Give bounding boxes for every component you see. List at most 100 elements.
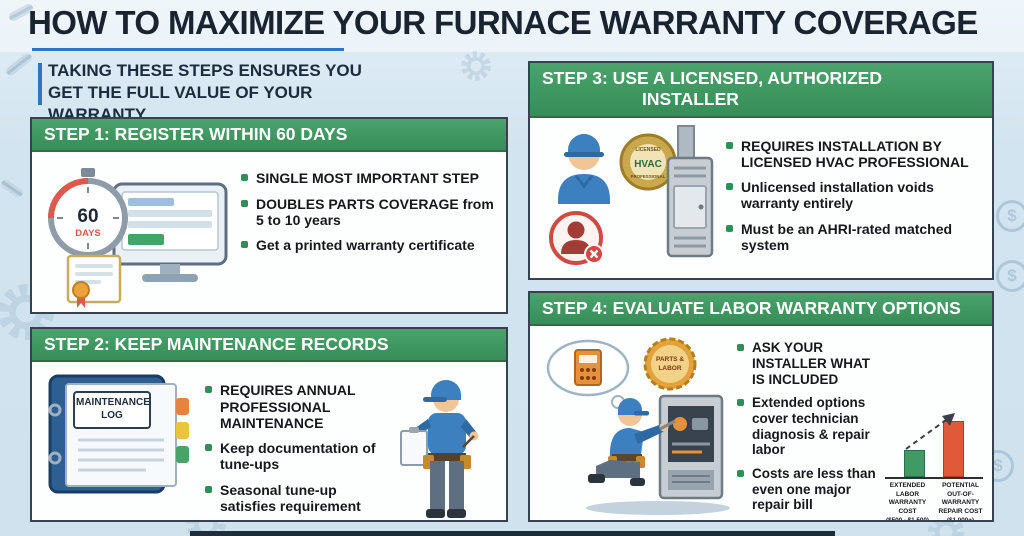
furnace-icon <box>658 395 724 500</box>
rising-cost-arrow <box>905 413 955 451</box>
stopwatch-value: 60 <box>77 206 98 227</box>
dollar-glyph: $ <box>1007 206 1017 225</box>
intro-text: TAKING THESE STEPS ENSURES YOU GET THE F… <box>48 61 362 124</box>
bullet-item: REQUIRES ANNUAL PROFESSIONAL MAINTENANCE <box>205 382 393 431</box>
step3-header-line2: INSTALLER <box>642 89 739 110</box>
bullet-dot <box>205 444 212 452</box>
out-of-warranty-bar <box>943 421 964 478</box>
screw-icon <box>0 178 25 199</box>
page-title: HOW TO MAXIMIZE YOUR FURNACE WARRANTY CO… <box>28 4 978 41</box>
bullet-dot <box>241 199 248 207</box>
screw-icon <box>4 51 34 78</box>
bullet-dot <box>205 485 212 493</box>
bottom-strip <box>190 531 835 536</box>
bullet-item: Must be an AHRI-rated matched system <box>726 221 982 253</box>
extended-warranty-bar <box>904 450 925 478</box>
parts-labor-badge-label: PARTS & LABOR <box>655 356 685 372</box>
cost-comparison-chart: EXTENDED LABOR WARRANTY COST ($500 - $1,… <box>884 332 984 522</box>
binder-label: MAINTENANCE LOG <box>76 397 150 422</box>
bullet-dot <box>726 183 733 191</box>
step4-illustration: PARTS & LABOR <box>538 332 733 520</box>
parts-labor-badge <box>643 337 697 391</box>
no-unlicensed-icon <box>549 210 604 265</box>
dollar-icon: $ <box>996 260 1024 292</box>
step1-header: STEP 1: REGISTER WITHIN 60 DAYS <box>32 119 506 153</box>
maintenance-log-illustration: MAINTENANCE LOG <box>40 368 195 520</box>
bullet-bold: Must be an AHRI-rated <box>741 220 891 237</box>
badge-bottom-text: PROFESSIONAL <box>631 174 666 179</box>
chart-label-range: ($500 - $1,500) <box>885 517 930 522</box>
bullet-dot <box>737 399 744 407</box>
step1-panel: STEP 1: REGISTER WITHIN 60 DAYS <box>30 117 508 314</box>
register-illustration: 60 DAYS <box>48 168 228 309</box>
chart-label-range: ($1,000+) <box>946 517 975 522</box>
bullet-dot <box>241 241 248 249</box>
bullet-bold: ASK YOUR INSTALLER WHAT IS INCLUDED <box>752 340 870 387</box>
step4-header: STEP 4: EVALUATE LABOR WARRANTY OPTIONS <box>530 293 992 327</box>
bullet-item: SINGLE MOST IMPORTANT STEP <box>241 170 494 186</box>
bullet-item: Extended options cover technician diagno… <box>737 395 884 458</box>
chart-label-potential: POTENTIAL OUT-OF-WARRANTY REPAIR COST ($… <box>937 482 984 522</box>
dollar-glyph: $ <box>993 456 1003 475</box>
chart-labels: EXTENDED LABOR WARRANTY COST ($500 - $1,… <box>884 482 984 522</box>
technician-with-clipboard <box>400 379 479 518</box>
bullet-dot <box>726 224 733 232</box>
dollar-icon: $ <box>996 200 1024 232</box>
floor-shadow <box>586 501 730 516</box>
installer-figure <box>558 133 610 204</box>
chart-baseline <box>885 477 983 480</box>
chart-label-text: POTENTIAL OUT-OF-WARRANTY REPAIR COST <box>938 482 983 515</box>
calculator-icon <box>574 349 602 387</box>
bullet-bold: Unlicensed <box>741 179 816 196</box>
bullet-text: Seasonal tune-up satisfies requirement <box>220 481 361 514</box>
step2-header: STEP 2: KEEP MAINTENANCE RECORDS <box>32 329 506 363</box>
step4-body: PARTS & LABOR ASK YOUR INSTALLER WHAT IS… <box>530 326 992 522</box>
badge-top-text: LICENSED <box>635 147 661 153</box>
chart-label-extended: EXTENDED LABOR WARRANTY COST ($500 - $1,… <box>884 482 931 522</box>
step3-bullets: REQUIRES INSTALLATION BY LICENSED HVAC P… <box>716 124 984 278</box>
bullet-text: Extended options cover technician diagno… <box>752 395 870 458</box>
bullet-bold: SINGLE MOST IMPORTANT STEP <box>256 170 479 187</box>
bullet-dot <box>241 174 248 182</box>
step3-header-line1: STEP 3: USE A LICENSED, AUTHORIZED <box>542 68 882 88</box>
certificate-icon <box>66 255 122 309</box>
title-underline <box>32 48 344 51</box>
bullet-text: Get a printed warranty certificate <box>256 237 475 254</box>
step2-bullets: REQUIRES ANNUAL PROFESSIONAL MAINTENANCE… <box>195 368 393 520</box>
bullet-item: Costs are less than even one major repai… <box>737 466 884 513</box>
step2-panel: STEP 2: KEEP MAINTENANCE RECORDS <box>30 327 508 522</box>
bullet-text: from 5 to 10 years <box>256 195 494 228</box>
bullet-item: Seasonal tune-up satisfies requirement <box>205 482 393 514</box>
step1-bullets: SINGLE MOST IMPORTANT STEP DOUBLES PARTS… <box>235 158 498 312</box>
badge-center-text: HVAC <box>634 159 662 170</box>
furnace-icon <box>666 124 714 257</box>
stopwatch-unit: DAYS <box>75 228 101 239</box>
step4-bullets: ASK YOUR INSTALLER WHAT IS INCLUDED Exte… <box>733 332 884 520</box>
intro-accent-bar <box>38 63 42 105</box>
bullet-text: Costs are less than even one major repai… <box>752 465 876 513</box>
binder-icon <box>48 374 189 494</box>
bullet-item: Keep documentation of tune-ups <box>205 440 393 472</box>
stopwatch-icon: 60 DAYS <box>48 168 128 259</box>
bullet-bold: REQUIRES INSTALLATION BY LICENSED HVAC P… <box>741 137 969 170</box>
dollar-glyph: $ <box>1007 266 1017 285</box>
bullet-dot <box>737 469 744 477</box>
step1-body: 60 DAYS SINGLE MOST IMPORTANT STEP DOU <box>32 152 506 312</box>
monitor-icon <box>112 182 228 283</box>
bullet-dot <box>726 141 733 149</box>
bullet-item: DOUBLES PARTS COVERAGE from 5 to 10 year… <box>241 196 494 228</box>
bullet-bold: DOUBLES PARTS COVERAGE <box>256 195 459 212</box>
bullet-text: Keep documentation of tune-ups <box>220 440 376 473</box>
bullet-item: Unlicensed installation voids warranty e… <box>726 179 982 211</box>
bullet-dot <box>737 344 744 352</box>
bullet-item: REQUIRES INSTALLATION BY LICENSED HVAC P… <box>726 138 982 170</box>
bullet-dot <box>205 386 212 394</box>
kneeling-technician <box>588 398 676 487</box>
step3-body: LICENSED HVAC PROFESSIONAL <box>530 118 992 278</box>
chart-label-text: EXTENDED LABOR WARRANTY COST <box>888 482 927 515</box>
title-band <box>0 0 1024 52</box>
bullet-text: matched system <box>741 220 953 253</box>
bullet-bold: REQUIRES ANNUAL PROFESSIONAL MAINTENANCE <box>220 382 356 431</box>
